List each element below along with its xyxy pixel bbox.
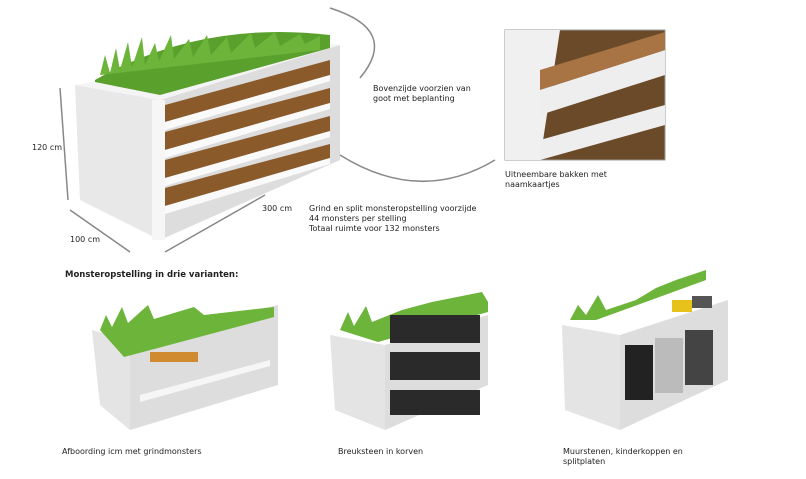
description-line-3: Totaal ruimte voor 132 monsters: [309, 224, 440, 233]
variant-2-illustration: [330, 292, 488, 430]
variant-2-caption: Breuksteen in korven: [338, 447, 424, 456]
variant-3-caption-line-2: splitplaten: [563, 457, 606, 466]
depth-dimension-label: 100 cm: [70, 235, 101, 244]
description-line-2: 44 monsters per stelling: [309, 214, 407, 223]
main-display-unit: [75, 32, 340, 240]
inset-photo: [504, 29, 666, 161]
inset-label-line-2: naamkaartjes: [505, 180, 560, 189]
variant-1-illustration: [92, 305, 278, 430]
variants-heading: Monsteropstelling in drie varianten:: [65, 270, 239, 280]
height-dimension-label: 120 cm: [32, 143, 63, 152]
variant-3-caption-line-1: Muurstenen, kinderkoppen en: [563, 447, 683, 456]
variant-3-illustration: [562, 270, 728, 430]
top-label-line-2: goot met beplanting: [373, 94, 455, 103]
variant-1-caption: Afboording icm met grindmonsters: [62, 447, 202, 456]
inset-label-line-1: Uitneembare bakken met: [505, 170, 607, 179]
top-label-line-1: Bovenzijde voorzien van: [373, 84, 471, 93]
description-line-1: Grind en split monsteropstelling voorzij…: [309, 204, 477, 213]
dimension-arrows: [59, 7, 496, 253]
width-dimension-label: 300 cm: [262, 204, 293, 213]
